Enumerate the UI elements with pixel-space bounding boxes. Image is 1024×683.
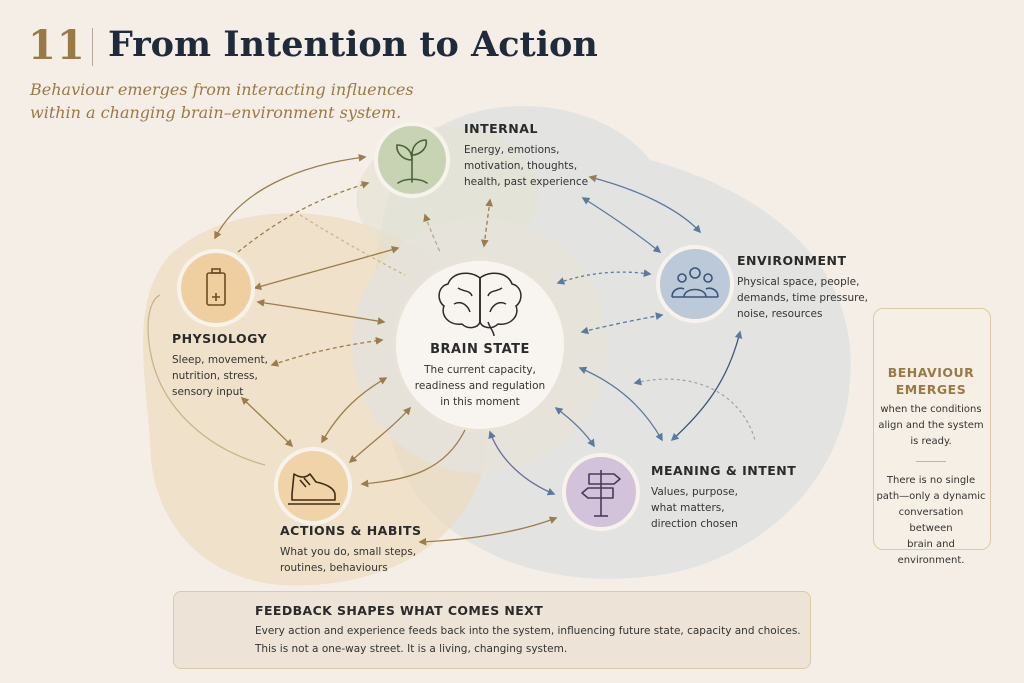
behaviour-emerges-note-line: path—only a dynamic bbox=[876, 491, 986, 502]
brain-state-desc-line: in this moment bbox=[440, 396, 520, 408]
physiology-desc-line: Sleep, movement, bbox=[172, 354, 268, 366]
internal-title: INTERNAL bbox=[464, 121, 538, 136]
meaning-label: MEANING & INTENT Values, purpose, what m… bbox=[651, 463, 796, 532]
title-divider bbox=[92, 28, 93, 66]
environment-node bbox=[656, 245, 734, 323]
shoe-icon bbox=[288, 473, 340, 505]
actions-desc-line: What you do, small steps, bbox=[280, 546, 417, 558]
environment-desc-line: noise, resources bbox=[737, 308, 823, 320]
feedback-title: FEEDBACK SHAPES WHAT COMES NEXT bbox=[255, 603, 544, 618]
environment-title: ENVIRONMENT bbox=[737, 253, 847, 268]
internal-desc: Energy, emotions, motivation, thoughts, … bbox=[464, 142, 588, 190]
physiology-label: PHYSIOLOGY Sleep, movement, nutrition, s… bbox=[172, 331, 268, 400]
behaviour-emerges-note: There is no single path—only a dynamic c… bbox=[876, 473, 986, 569]
internal-desc-line: health, past experience bbox=[464, 176, 589, 188]
behaviour-emerges-card bbox=[873, 308, 991, 550]
feedback-text-line-2: This is not a one-way street. It is a li… bbox=[255, 643, 568, 655]
internal-label: INTERNAL Energy, emotions, motivation, t… bbox=[464, 121, 588, 190]
subtitle-line-2: within a changing brain–environment syst… bbox=[30, 103, 402, 122]
meaning-desc-line: what matters, bbox=[651, 502, 725, 514]
meaning-title: MEANING & INTENT bbox=[651, 463, 797, 478]
brain-state-title: BRAIN STATE bbox=[430, 342, 530, 357]
physiology-desc-line: sensory input bbox=[172, 386, 244, 398]
subtitle-line-1: Behaviour emerges from interacting influ… bbox=[30, 80, 414, 99]
environment-desc: Physical space, people, demands, time pr… bbox=[737, 274, 868, 322]
behaviour-emerges-note-line: There is no single bbox=[886, 475, 976, 486]
behaviour-emerges-text-line: when the conditions bbox=[880, 404, 982, 415]
behaviour-emerges-title-line: BEHAVIOUR bbox=[887, 365, 975, 380]
behaviour-emerges-note-line: brain and environment. bbox=[897, 539, 965, 566]
internal-desc-line: Energy, emotions, bbox=[464, 144, 560, 156]
actions-node bbox=[274, 447, 352, 525]
brain-state-desc: The current capacity, readiness and regu… bbox=[405, 362, 555, 410]
page-title: From Intention to Action bbox=[108, 24, 598, 65]
card-divider bbox=[916, 461, 946, 462]
actions-desc: What you do, small steps, routines, beha… bbox=[280, 544, 422, 576]
brain-state-desc-line: readiness and regulation bbox=[414, 380, 546, 392]
behaviour-emerges-note-line: conversation between bbox=[898, 507, 964, 534]
environment-desc-line: Physical space, people, bbox=[737, 276, 860, 288]
brain-icon bbox=[438, 272, 522, 337]
meaning-desc-line: Values, purpose, bbox=[651, 486, 738, 498]
physiology-desc-line: nutrition, stress, bbox=[172, 370, 258, 382]
meaning-desc-line: direction chosen bbox=[651, 518, 738, 530]
feedback-panel bbox=[173, 591, 811, 669]
physiology-desc: Sleep, movement, nutrition, stress, sens… bbox=[172, 352, 268, 400]
behaviour-emerges-title: BEHAVIOUR EMERGES bbox=[880, 364, 982, 398]
actions-title: ACTIONS & HABITS bbox=[280, 523, 422, 538]
internal-desc-line: motivation, thoughts, bbox=[464, 160, 578, 172]
actions-label: ACTIONS & HABITS What you do, small step… bbox=[280, 523, 422, 576]
feedback-text-line-1: Every action and experience feeds back i… bbox=[255, 625, 801, 637]
page-subtitle: Behaviour emerges from interacting influ… bbox=[30, 78, 430, 124]
meaning-desc: Values, purpose, what matters, direction… bbox=[651, 484, 796, 532]
environment-desc-line: demands, time pressure, bbox=[737, 292, 869, 304]
behaviour-emerges-text: when the conditions align and the system… bbox=[876, 402, 986, 450]
physiology-node bbox=[177, 249, 255, 327]
physiology-title: PHYSIOLOGY bbox=[172, 331, 268, 346]
behaviour-emerges-text-line: align and the system bbox=[878, 420, 984, 431]
brain-state-desc-line: The current capacity, bbox=[424, 364, 536, 376]
section-number: 11 bbox=[28, 22, 86, 69]
sprout-icon bbox=[396, 139, 428, 184]
actions-desc-line: routines, behaviours bbox=[280, 562, 388, 574]
battery-icon bbox=[206, 268, 226, 306]
signpost-icon bbox=[581, 470, 621, 517]
people-icon bbox=[671, 267, 719, 298]
behaviour-emerges-text-line: is ready. bbox=[910, 436, 952, 447]
behaviour-emerges-title-line: EMERGES bbox=[895, 382, 967, 397]
environment-label: ENVIRONMENT Physical space, people, dema… bbox=[737, 253, 868, 322]
